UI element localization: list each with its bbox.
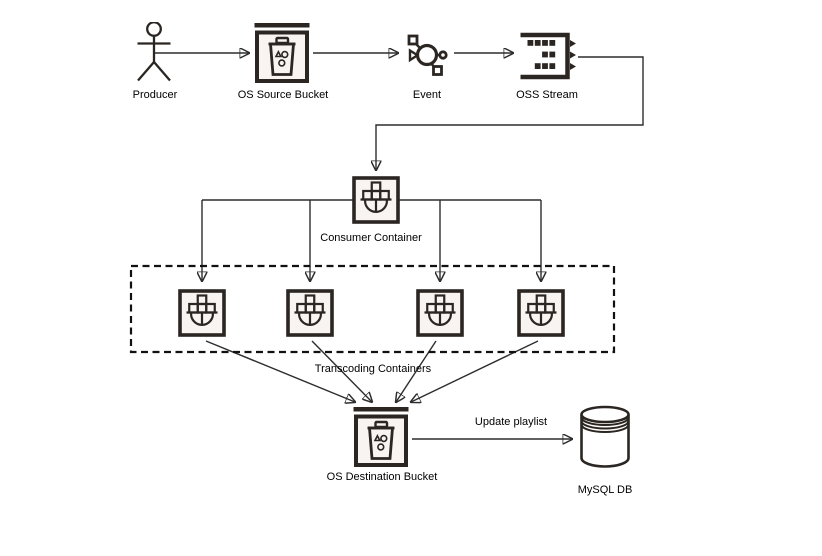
event-node [401,29,453,81]
stream-queue-icon [520,32,576,80]
consumer-container-label: Consumer Container [320,232,422,244]
mysql-db-node [579,405,631,469]
mysql-db-label: MySQL DB [577,484,633,496]
source-bucket-node [253,23,311,83]
destination-bucket-label: OS Destination Bucket [326,471,438,483]
transcoding-group-label: Transcoding Containers [314,363,432,375]
event-label: Event [412,89,442,101]
producer-node [126,22,182,84]
container-ship-icon [517,289,565,337]
oss-stream-node [519,31,577,81]
destination-bucket-node [352,407,410,467]
database-cylinder-icon [580,405,630,468]
container-ship-icon [416,289,464,337]
consumer-container-node [352,176,400,224]
oss-stream-label: OSS Stream [516,89,578,101]
container-ship-icon [178,289,226,337]
transcoder-node-3 [416,289,464,337]
transcoder-node-2 [286,289,334,337]
source-bucket-label: OS Source Bucket [237,89,329,101]
event-trigger-icon [407,34,448,76]
producer-label: Producer [132,89,178,101]
edge-transcoder-2-to-dest [311,340,372,402]
transcoding-group-box [129,264,616,354]
transcoder-node-4 [517,289,565,337]
storage-bucket-icon [254,23,310,83]
container-ship-icon [352,176,400,224]
edge-transcoder-4-to-dest [411,340,539,402]
edge-transcoder-1-to-dest [205,340,355,402]
person-stick-figure-icon [137,22,171,82]
update-playlist-edge-label: Update playlist [474,416,548,428]
storage-bucket-icon [353,407,409,467]
edge-oss-stream-to-consumer [376,56,644,170]
transcoder-node-1 [178,289,226,337]
container-ship-icon [286,289,334,337]
